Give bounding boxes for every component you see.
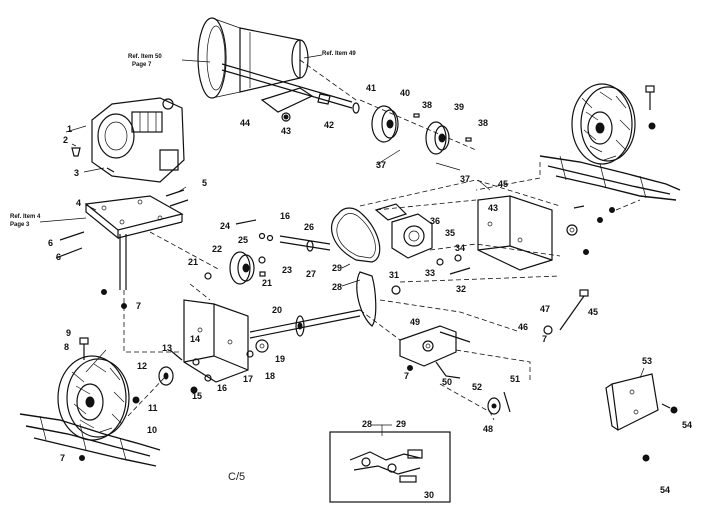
callout-36: 36: [430, 216, 440, 226]
callout-16b: 16: [280, 211, 290, 221]
callout-42: 42: [324, 120, 334, 130]
callout-4: 4: [76, 198, 81, 208]
callout-45b: 45: [588, 307, 598, 317]
callout-37: 37: [376, 160, 386, 170]
callout-54b: 54: [660, 485, 670, 495]
callout-28: 28: [332, 282, 342, 292]
callout-13: 13: [162, 343, 172, 353]
callout-47: 47: [540, 304, 550, 314]
callout-30: 30: [424, 490, 434, 500]
callout-18: 18: [265, 371, 275, 381]
callout-50: 50: [442, 377, 452, 387]
callout-1: 1: [67, 124, 72, 134]
callout-49: 49: [410, 317, 420, 327]
callout-6: 6: [48, 238, 53, 248]
motor-assembly: [197, 17, 472, 155]
callout-31: 31: [389, 270, 399, 280]
callout-20: 20: [272, 305, 282, 315]
callout-24: 24: [220, 221, 230, 231]
callout-52: 52: [472, 382, 482, 392]
callout-45: 45: [498, 179, 508, 189]
callout-41: 41: [366, 83, 376, 93]
callout-7b: 7: [60, 453, 65, 463]
callout-44: 44: [240, 118, 250, 128]
callout-38: 38: [422, 100, 432, 110]
ref-item-49-line1: Ref. Item 49: [322, 51, 356, 57]
callout-17: 17: [243, 374, 253, 384]
callout-5: 5: [202, 178, 207, 188]
wheel-top-right: [539, 83, 681, 201]
callout-14: 14: [190, 334, 200, 344]
callout-43b: 43: [488, 203, 498, 213]
wheel-bottom-left: [19, 337, 161, 467]
callout-53: 53: [642, 356, 652, 366]
callout-51: 51: [510, 374, 520, 384]
callout-7d: 7: [542, 334, 547, 344]
callout-26: 26: [304, 222, 314, 232]
ref-item-50-line2: Page 7: [132, 62, 152, 68]
callout-21b: 21: [262, 278, 272, 288]
callout-48: 48: [483, 424, 493, 434]
leader-lines: [39, 54, 645, 379]
callout-46: 46: [518, 322, 528, 332]
engine: [71, 97, 185, 183]
callout-43: 43: [281, 126, 291, 136]
callout-54: 54: [682, 420, 692, 430]
callout-23: 23: [282, 265, 292, 275]
ref-item-50-line1: Ref. Item 50: [128, 54, 162, 60]
diagram-caption: C/5: [228, 471, 245, 483]
inset-box: [329, 424, 451, 503]
callout-10: 10: [147, 425, 157, 435]
callout-12: 12: [137, 361, 147, 371]
ref-notes: Ref. Item 50 Page 7 Ref. Item 49 Ref. It…: [10, 51, 356, 228]
callout-32: 32: [456, 284, 466, 294]
callout-15: 15: [192, 391, 202, 401]
callout-2: 2: [63, 135, 68, 145]
belt-drive: [204, 203, 471, 327]
callout-35: 35: [445, 228, 455, 238]
callout-40: 40: [400, 88, 410, 98]
callout-19: 19: [275, 354, 285, 364]
callout-22: 22: [212, 244, 222, 254]
callout-7c: 7: [404, 371, 409, 381]
bracket-53: [605, 373, 678, 462]
callout-34: 34: [455, 243, 465, 253]
callout-6b: 6: [56, 252, 61, 262]
callout-9: 9: [66, 328, 71, 338]
callout-33: 33: [425, 268, 435, 278]
callout-16: 16: [217, 383, 227, 393]
inset-29: 29: [396, 419, 406, 429]
callout-38b: 38: [478, 118, 488, 128]
ref-item-4-line2: Page 3: [10, 222, 30, 228]
right-linkage: [399, 289, 589, 415]
callout-3: 3: [74, 168, 79, 178]
callout-8: 8: [64, 342, 69, 352]
center-bracket: [158, 299, 361, 394]
callout-37b: 37: [460, 174, 470, 184]
callout-29: 29: [332, 263, 342, 273]
callout-7: 7: [136, 301, 141, 311]
callout-labels: 1 2 3 4 5 6 7 7 7 7 8 9 10 11 12 13 14 1…: [48, 83, 692, 500]
callout-25: 25: [238, 235, 248, 245]
right-bracket: [477, 195, 615, 271]
callout-27: 27: [306, 269, 316, 279]
callout-21: 21: [188, 257, 198, 267]
ref-item-4-line1: Ref. Item 4: [10, 214, 41, 220]
callout-39: 39: [454, 102, 464, 112]
inset-28: 28: [362, 419, 372, 429]
callout-11: 11: [148, 403, 158, 413]
engine-mount-plate: [55, 189, 189, 309]
alignment-lines: [123, 59, 641, 421]
